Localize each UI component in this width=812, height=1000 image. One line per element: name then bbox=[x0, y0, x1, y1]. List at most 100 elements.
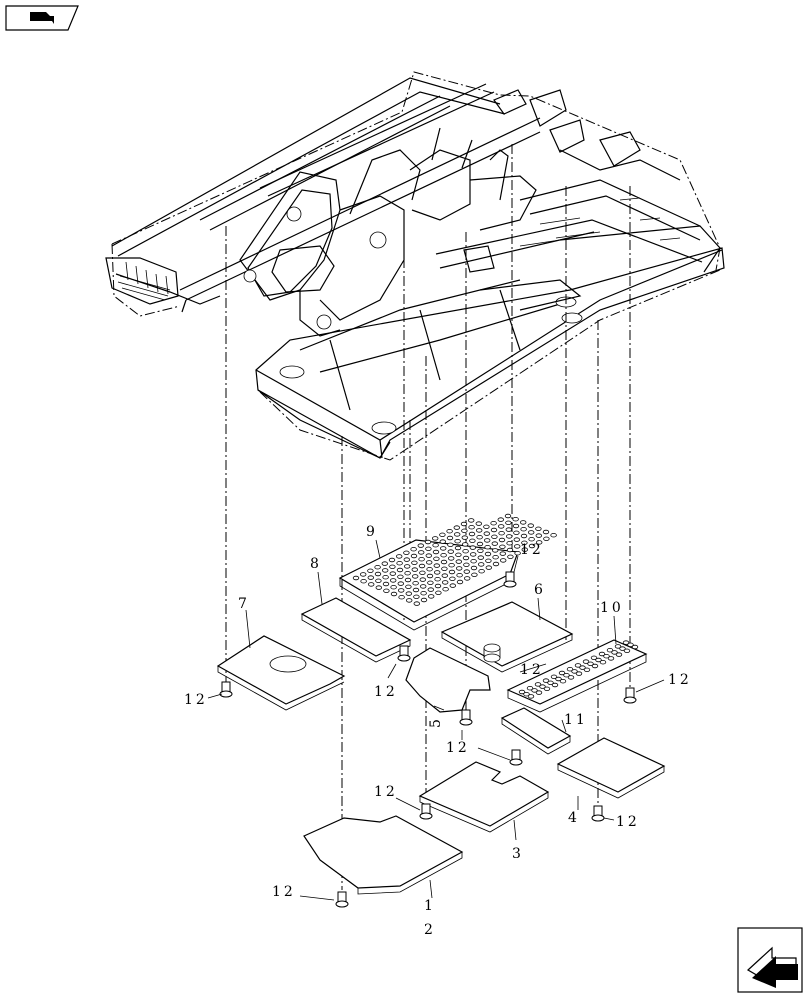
perforation-hole bbox=[382, 568, 389, 573]
perforation-hole bbox=[490, 527, 498, 533]
callout-12b: 12 bbox=[374, 684, 398, 700]
part-3-plate bbox=[418, 761, 550, 833]
perforation-hole bbox=[611, 650, 618, 655]
perforation-hole bbox=[483, 524, 490, 529]
perforation-hole bbox=[453, 525, 460, 530]
perforation-hole bbox=[518, 689, 526, 695]
part-8-plate bbox=[300, 597, 412, 663]
perforation-hole bbox=[526, 686, 534, 691]
callouts: 9 8 7 6 10 5 11 4 3 1 2 12 12 12 12 12 1… bbox=[184, 524, 689, 938]
perforation-hole bbox=[390, 578, 397, 583]
callout-10: 10 bbox=[600, 600, 624, 616]
perforation-hole bbox=[614, 644, 622, 649]
perforation-hole bbox=[534, 682, 542, 687]
perforation-hole bbox=[390, 585, 397, 590]
perforation-hole bbox=[412, 574, 419, 579]
perforation-hole bbox=[463, 569, 470, 574]
perforation-hole bbox=[471, 572, 478, 577]
perforation-hole bbox=[527, 694, 535, 699]
perforation-hole bbox=[420, 584, 427, 589]
perforation-hole bbox=[521, 540, 528, 545]
perforation-hole bbox=[499, 551, 506, 556]
perforation-hole bbox=[478, 569, 485, 574]
perforation-hole bbox=[492, 548, 499, 553]
part-9-perforated-plate bbox=[338, 513, 557, 631]
perforation-hole bbox=[455, 552, 462, 557]
perforation-hole bbox=[567, 675, 575, 680]
perforation-hole bbox=[410, 547, 417, 552]
callout-7: 7 bbox=[238, 596, 250, 612]
perforation-hole bbox=[504, 513, 512, 519]
perforation-hole bbox=[468, 531, 476, 537]
perforation-hole bbox=[368, 582, 375, 587]
perforation-hole bbox=[542, 529, 550, 535]
perforation-hole bbox=[490, 521, 497, 526]
perforation-hole bbox=[520, 533, 528, 539]
perforation-hole bbox=[484, 538, 491, 543]
perforation-hole bbox=[424, 539, 432, 545]
perforation-hole bbox=[420, 597, 428, 603]
callout-4: 4 bbox=[568, 810, 580, 826]
part-7-plate bbox=[216, 635, 346, 711]
perforation-hole bbox=[582, 659, 590, 664]
perforation-hole bbox=[591, 663, 599, 669]
perforation-hole bbox=[615, 652, 623, 657]
part-5-gasket bbox=[405, 647, 491, 713]
upper-frame bbox=[105, 71, 725, 461]
perforation-hole bbox=[520, 520, 527, 525]
perforation-hole bbox=[587, 661, 594, 666]
perforation-hole bbox=[599, 660, 607, 665]
perforation-hole bbox=[434, 577, 441, 582]
perforation-hole bbox=[425, 546, 432, 551]
perforation-hole bbox=[603, 654, 610, 659]
perforation-hole bbox=[454, 532, 461, 537]
next-page-arrow-icon[interactable] bbox=[737, 927, 803, 993]
book-icon[interactable] bbox=[5, 5, 79, 31]
perforation-hole bbox=[403, 550, 410, 555]
perforation-hole bbox=[375, 585, 382, 590]
perforation-hole bbox=[558, 670, 566, 676]
perforation-hole bbox=[506, 534, 513, 539]
perforation-hole bbox=[497, 517, 504, 522]
perforation-hole bbox=[531, 688, 538, 693]
perforation-hole bbox=[383, 588, 390, 593]
perforation-hole bbox=[418, 550, 425, 555]
perforation-hole bbox=[448, 556, 455, 561]
perforation-hole bbox=[528, 543, 536, 549]
perforation-hole bbox=[477, 555, 484, 560]
perforation-hole bbox=[442, 580, 449, 585]
perforation-hole bbox=[622, 640, 630, 645]
bolt bbox=[419, 803, 433, 820]
bolt bbox=[219, 681, 233, 698]
perforation-hole bbox=[404, 571, 411, 576]
perforation-hole bbox=[440, 553, 447, 558]
perforation-hole bbox=[381, 561, 388, 566]
perforation-hole bbox=[390, 591, 398, 597]
perforation-hole bbox=[491, 541, 498, 546]
bolt bbox=[397, 645, 411, 662]
perforation-hole bbox=[595, 657, 602, 663]
callout-12g: 12 bbox=[374, 784, 398, 800]
perforation-hole bbox=[449, 576, 456, 581]
perforation-hole bbox=[579, 665, 586, 670]
perforation-hole bbox=[606, 648, 614, 653]
perforation-hole bbox=[456, 579, 464, 585]
callout-12d: 12 bbox=[520, 662, 544, 678]
perforation-hole bbox=[470, 565, 478, 571]
perforation-hole bbox=[389, 571, 396, 576]
projection-lines bbox=[225, 144, 631, 890]
perforation-hole bbox=[485, 565, 492, 570]
perforation-hole bbox=[619, 646, 626, 651]
perforation-hole bbox=[559, 679, 567, 684]
perforation-hole bbox=[484, 551, 492, 557]
perforation-hole bbox=[590, 655, 598, 660]
perforation-hole bbox=[441, 566, 448, 571]
perforation-hole bbox=[498, 531, 505, 536]
perforation-hole bbox=[478, 562, 485, 567]
perforation-hole bbox=[418, 563, 426, 569]
perforation-hole bbox=[426, 560, 433, 565]
perforation-hole bbox=[575, 671, 583, 676]
perforation-hole bbox=[413, 594, 420, 599]
perforation-hole bbox=[455, 559, 462, 564]
